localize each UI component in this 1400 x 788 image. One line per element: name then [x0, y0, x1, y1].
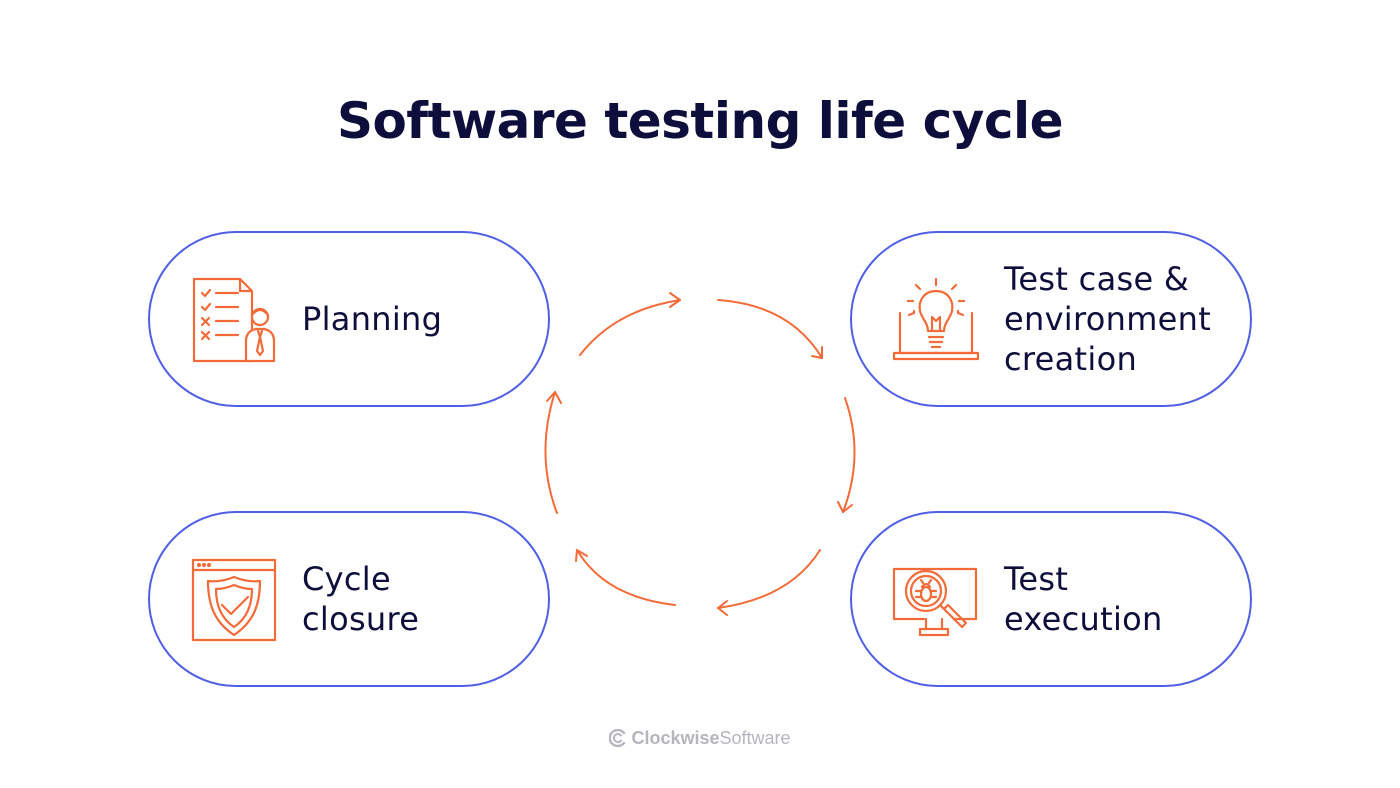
stage-label-line: closure: [302, 600, 420, 638]
arrow-testcase-to-execution: [842, 397, 856, 513]
clockwise-logo-icon: [609, 729, 626, 747]
arrowhead: [575, 549, 588, 562]
arrow-execution-to-closure-a: [717, 549, 821, 609]
stage-label-line: Test case &: [1004, 260, 1190, 298]
arrowhead: [669, 292, 681, 308]
stage-label-test-execution: Test execution: [1004, 559, 1163, 639]
stage-label-cycle-closure: Cycle closure: [302, 559, 419, 639]
stage-label-line: Test: [1004, 560, 1069, 598]
stage-label-line: execution: [1004, 600, 1163, 638]
arrow-planning-to-testcase-b: [717, 299, 823, 359]
arrow-planning-to-testcase-a: [579, 299, 681, 356]
stage-label-line: Planning: [302, 300, 443, 338]
laptop-lightbulb-icon: [892, 277, 980, 361]
arrowhead: [811, 346, 823, 359]
stage-label-line: Cycle: [302, 560, 391, 598]
arrowhead: [837, 501, 853, 513]
stage-cycle-closure: Cycle closure: [148, 511, 550, 687]
monitor-bug-magnifier-icon: [892, 567, 978, 637]
stage-label-line: environment: [1004, 300, 1212, 338]
stage-label-line: creation: [1004, 340, 1138, 378]
brand-watermark: ClockwiseSoftware: [0, 728, 1400, 749]
stage-label-planning: Planning: [302, 299, 442, 339]
stage-label-test-case: Test case & environment creation: [1004, 259, 1211, 379]
stage-test-execution: Test execution: [850, 511, 1252, 687]
arrowhead: [546, 391, 562, 404]
arrow-execution-to-closure-b: [576, 549, 676, 606]
brand-name-bold: Clockwise: [631, 728, 720, 748]
diagram-title: Software testing life cycle: [336, 92, 1064, 150]
stage-planning: Planning: [148, 231, 550, 407]
checklist-person-icon: [192, 277, 276, 363]
brand-name-light: Software: [719, 728, 791, 748]
arrow-closure-to-planning: [544, 391, 558, 514]
browser-shield-check-icon: [191, 558, 277, 642]
arrowhead: [717, 600, 728, 616]
stage-test-case-creation: Test case & environment creation: [850, 231, 1252, 407]
